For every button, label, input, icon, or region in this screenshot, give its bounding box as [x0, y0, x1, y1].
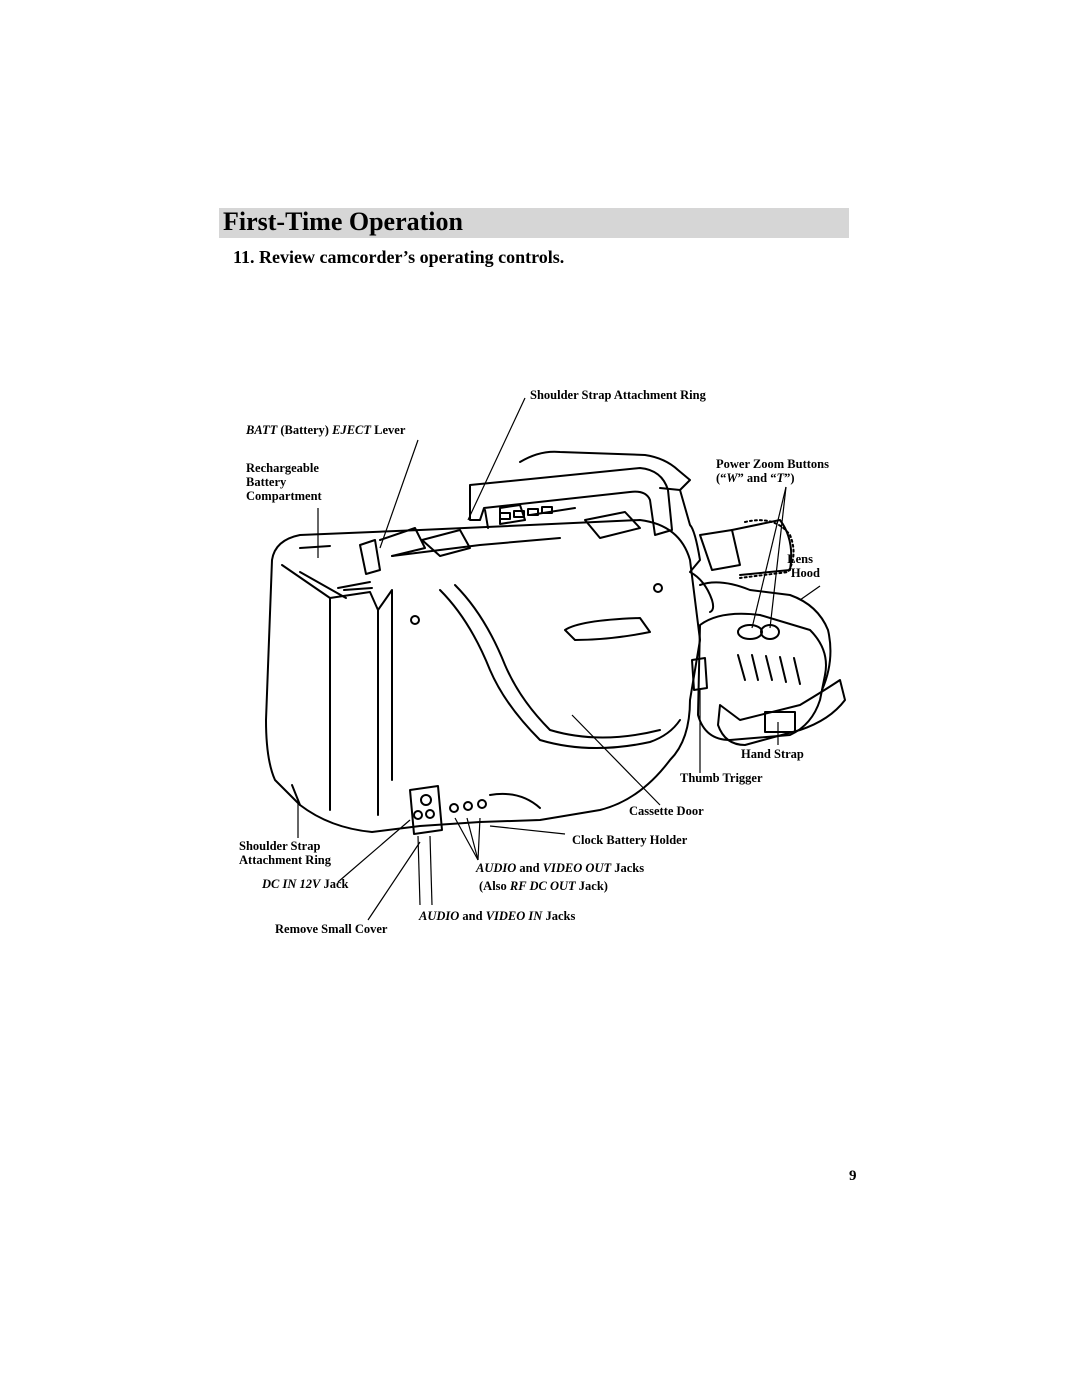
hand-strap-shape	[717, 679, 846, 746]
lens-block	[699, 529, 741, 571]
section-header-bar: First-Time Operation	[219, 207, 849, 238]
label-small-cover: Remove Small Cover	[275, 922, 388, 936]
battery-panel	[281, 564, 379, 816]
label-shoulder-ring-top: Shoulder Strap Attachment Ring	[530, 388, 706, 402]
label-rf-out: (Also RF DC OUT Jack)	[479, 879, 608, 893]
handle	[469, 467, 673, 536]
section-title: First-Time Operation	[223, 207, 463, 236]
label-hand-strap: Hand Strap	[741, 747, 804, 761]
page-number: 9	[849, 1168, 857, 1184]
label-battery-compartment: Rechargeable Battery Compartment	[246, 461, 322, 503]
camcorder-body-outline	[265, 519, 701, 833]
label-av-in: AUDIO and VIDEO IN Jacks	[419, 909, 576, 923]
label-batt-eject: BATT (Battery) EJECT Lever	[246, 423, 406, 437]
label-power-zoom: Power Zoom Buttons (“W” and “T”)	[716, 457, 829, 485]
label-lens-hood: Lens Hood	[787, 552, 820, 580]
cassette-door-outline	[439, 589, 681, 750]
label-shoulder-ring-bottom: Shoulder Strap Attachment Ring	[239, 839, 332, 867]
label-av-out: AUDIO and VIDEO OUT Jacks	[476, 861, 645, 875]
hand-grip	[697, 612, 827, 741]
label-thumb-trigger: Thumb Trigger	[680, 771, 763, 785]
label-cassette-door: Cassette Door	[629, 804, 704, 818]
step-heading: 11. Review camcorder’s operating control…	[233, 247, 565, 267]
label-dc-in: DC IN 12V Jack	[262, 877, 349, 891]
label-clock-battery: Clock Battery Holder	[572, 833, 688, 847]
